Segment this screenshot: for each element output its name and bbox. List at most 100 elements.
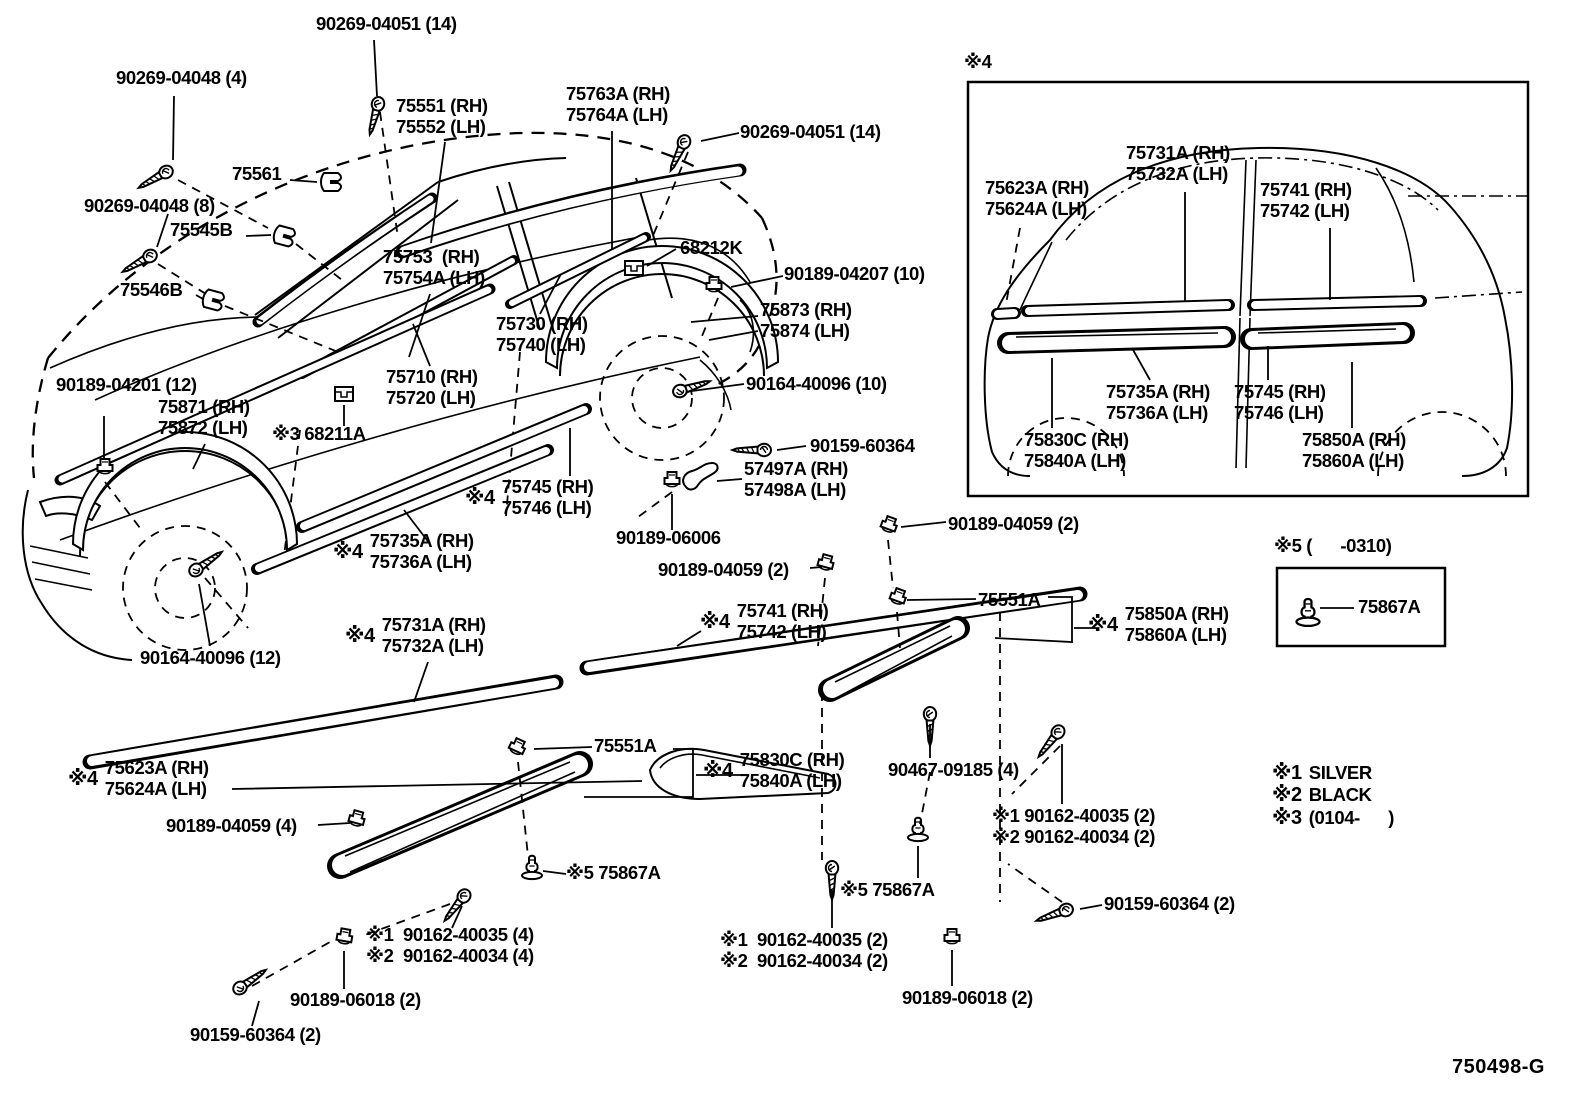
note-symbol: ※4 (703, 759, 733, 782)
clip-icon (943, 928, 961, 945)
clip-icon (815, 552, 837, 573)
retainer-bracket-icon (682, 462, 719, 491)
part-label-l16: 90189-04201 (12) (56, 374, 197, 395)
screw-icon (731, 442, 772, 458)
rivet-icon (521, 854, 543, 881)
note-symbol: ※3 (1272, 807, 1302, 829)
part-label-l24: 90189-06006 (616, 527, 721, 548)
part-label-l29: ※4 75731A (RH) 75732A (LH) (345, 614, 486, 656)
clip-icon (334, 386, 354, 402)
legend-note-3: ※3 (0104- ) (1272, 806, 1395, 829)
part-label-l23: ※4 75735A (RH) 75736A (LH) (333, 530, 474, 572)
inset-label-i1: 75731A (RH) 75732A (LH) (1126, 142, 1230, 184)
inset-label-i7: 75850A (RH) 75860A (LH) (1302, 429, 1406, 471)
part-label-l05: 90269-04051 (14) (740, 121, 881, 142)
part-label-l43: 90189-06018 (2) (902, 987, 1033, 1008)
retainer-clip-icon (271, 223, 297, 249)
part-label-l02: 90269-04048 (4) (116, 67, 247, 88)
moulding-strips (54, 163, 747, 575)
clip-icon (878, 514, 900, 535)
part-label-l14: 75730 (RH) 75740 (LH) (496, 313, 588, 355)
note-symbol: ※4 (700, 610, 730, 633)
note5-title: ※5 ( -0310) (1274, 535, 1392, 556)
part-label-l06: 75561 (232, 163, 282, 184)
note-symbol: ※4 (345, 624, 375, 647)
part-label-l30: ※4 75741 (RH) 75742 (LH) (700, 600, 829, 642)
clip-icon (334, 926, 355, 946)
part-label-l26: 90189-04059 (2) (948, 513, 1079, 534)
part-label-l28: ※4 75850A (RH) 75860A (LH) (1088, 603, 1229, 645)
part-label-l08: 75545B (170, 219, 233, 240)
part-label-l12: 75873 (RH) 75874 (LH) (760, 299, 852, 341)
part-label-l10: 68212K (680, 237, 743, 258)
legend-note-2: ※2 BLACK (1272, 783, 1372, 806)
retainer-clip-icon (320, 172, 342, 192)
part-label-l19: 90164-40096 (10) (746, 373, 887, 394)
screw-icon (670, 374, 713, 401)
part-label-l38: ※5 75867A (840, 879, 935, 900)
part-label-l01: 90269-04051 (14) (316, 13, 457, 34)
part-label-l34: 90189-04059 (4) (166, 815, 297, 836)
inset-label-i6: 75830C (RH) 75840A (LH) (1024, 429, 1129, 471)
drawing-number: 750498-G (1452, 1056, 1545, 1078)
part-label-l20: 90159-60364 (810, 435, 915, 456)
screw-icon (229, 963, 271, 999)
part-label-l37: ※1 90162-40035 (2) ※2 90162-40034 (2) (992, 805, 1156, 847)
inset-label-i4: 75735A (RH) 75736A (LH) (1106, 381, 1210, 423)
rivet-icon (907, 816, 929, 843)
inset-label-i3: 75741 (RH) 75742 (LH) (1260, 179, 1352, 221)
part-label-l09: 75546B (120, 279, 183, 300)
part-label-l36: 90467-09185 (4) (888, 759, 1019, 780)
part-label-l18: ※3 68211A (272, 423, 366, 444)
part-label-l25: 90189-04059 (2) (658, 559, 789, 580)
clip-icon (346, 808, 368, 829)
part-label-l15: 75710 (RH) 75720 (LH) (386, 366, 478, 408)
inset-box (966, 80, 1530, 498)
part-label-l13: 75753 (RH) 75754A (LH) (383, 246, 485, 288)
car-body-outline (21, 131, 780, 661)
note-symbol: ※1 (1272, 762, 1302, 784)
note-symbol: ※2 (1272, 784, 1302, 806)
clip-icon (887, 586, 909, 607)
part-label-l45: 90164-40096 (12) (140, 647, 281, 668)
inset-label-i2: 75623A (RH) 75624A (LH) (985, 177, 1089, 219)
note-symbol: ※4 (465, 486, 495, 509)
inset-label-i5: 75745 (RH) 75746 (LH) (1234, 381, 1326, 423)
part-label-l11: 90189-04207 (10) (784, 263, 925, 284)
exploded-mouldings (82, 586, 1088, 879)
clip-icon (624, 260, 644, 276)
part-label-l31: 75551A (594, 735, 657, 756)
part-label-l44: 90159-60364 (2) (1104, 893, 1235, 914)
clip-icon (506, 735, 529, 758)
part-label-l35: ※5 75867A (566, 862, 661, 883)
part-label-l41: 90159-60364 (2) (190, 1024, 321, 1045)
part-label-l22: ※4 75745 (RH) 75746 (LH) (465, 476, 594, 518)
clip-icon (663, 471, 681, 488)
part-label-l42: ※1 90162-40035 (2) ※2 90162-40034 (2) (720, 929, 888, 971)
screw-icon (185, 545, 227, 581)
clip-icon (705, 276, 723, 293)
part-label-l21: 57497A (RH) 57498A (LH) (744, 458, 848, 500)
note5-box (1275, 566, 1447, 648)
part-label-l03: 75551 (RH) 75552 (LH) (396, 95, 488, 137)
part-label-l39: ※1 90162-40035 (4) ※2 90162-40034 (4) (366, 924, 534, 966)
part-label-l40: 90189-06018 (2) (290, 989, 421, 1010)
part-label-l07: 90269-04048 (8) (84, 195, 215, 216)
part-label-l04: 75763A (RH) 75764A (LH) (566, 83, 670, 125)
legend-note-1: ※1 SILVER (1272, 761, 1372, 784)
screw-icon (118, 246, 161, 279)
leader-lines (103, 39, 1103, 1027)
part-label-l27: 75551A (978, 589, 1041, 610)
note-symbol: ※4 (68, 767, 98, 790)
screw-icon (1033, 900, 1076, 928)
part-label-l32: ※4 75830C (RH) 75840A (LH) (703, 749, 845, 791)
part-label-l33: ※4 75623A (RH) 75624A (LH) (68, 757, 209, 799)
inset-note-symbol: ※4 (964, 51, 992, 72)
part-label-l17: 75871 (RH) 75872 (LH) (158, 396, 250, 438)
clip-icon (96, 458, 114, 475)
note-symbol: ※4 (333, 540, 363, 563)
note-symbol: ※4 (1088, 613, 1118, 636)
screw-icon (134, 162, 177, 195)
